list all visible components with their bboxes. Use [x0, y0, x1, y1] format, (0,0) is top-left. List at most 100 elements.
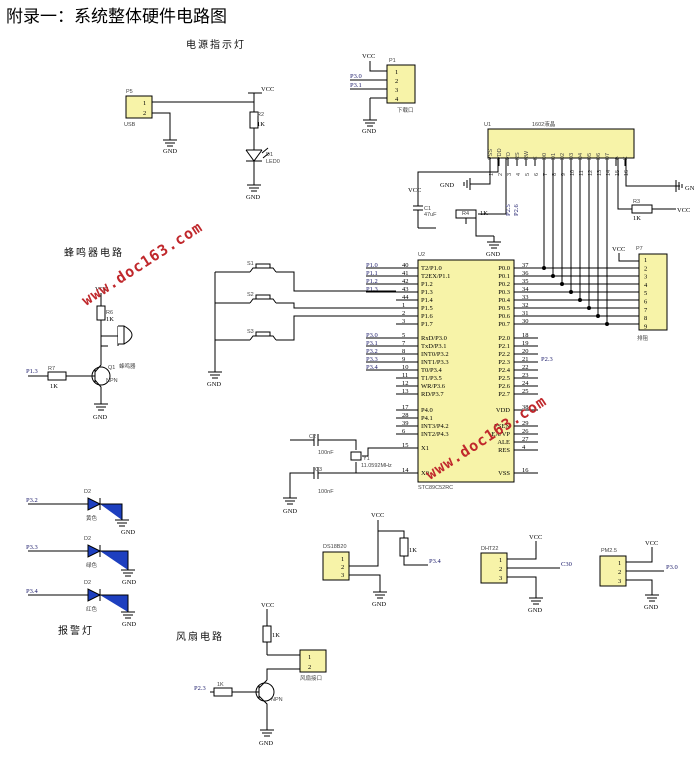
mcu-right-pin-name: EA/VP — [491, 431, 510, 438]
mcu-right-pin-num: 16 — [522, 467, 529, 474]
q1-ref: Q1 — [108, 365, 115, 371]
lcd-pin-number: 16 — [624, 170, 630, 176]
lcd-pin-number: 13 — [597, 170, 603, 176]
pm25-pin3: 3 — [618, 578, 621, 585]
mcu-right-pin-num: 26 — [522, 428, 529, 435]
c3-value: 100nF — [318, 489, 334, 495]
lcd-pin-name: VO — [506, 151, 512, 160]
gnd-symbol-lcd — [463, 178, 471, 190]
led-green-color: 绿色 — [86, 561, 98, 569]
vcc-label-led: VCC — [261, 86, 274, 93]
gnd-symbol-q2 — [260, 729, 274, 737]
mcu-right-pin-name: VSS — [498, 470, 510, 477]
lcd-pin-number: 11 — [579, 170, 585, 176]
download-port-p1: P1 1 2 3 4 下载口 — [386, 58, 416, 114]
mcu-left-net: P1.3 — [366, 286, 378, 293]
vcc-label-r3: VCC — [677, 207, 690, 214]
r7-ref: R7 — [48, 366, 55, 372]
mcu-left-pin-name: T1/P3.5 — [421, 375, 442, 382]
r6-ref: R6 — [106, 310, 113, 316]
p7-pin: 2 — [644, 265, 647, 272]
mcu-right-pin-num: 31 — [522, 310, 529, 317]
q1-type: NPN — [106, 378, 118, 384]
mcu-right-pin-num: 25 — [522, 388, 529, 395]
mcu-right-pin-num: 38 — [522, 404, 529, 411]
s1-label: S1 — [247, 261, 254, 267]
bus-junction — [596, 314, 600, 318]
bus-junction — [551, 274, 555, 278]
p7-pin: 6 — [644, 299, 648, 306]
pm25-ref: PM2.5 — [601, 548, 617, 554]
mcu-right-pin-num: 35 — [522, 278, 529, 285]
q1-wires — [28, 346, 102, 404]
p1-ref: P1 — [389, 58, 396, 64]
buzzer-ls1 — [118, 325, 133, 345]
led-yellow-net: P3.2 — [26, 497, 38, 504]
gnd-label-green: GND — [122, 579, 136, 586]
mcu-right-pin-num: 29 — [522, 420, 529, 427]
switch-s3 — [249, 331, 277, 341]
resistor-r3 — [631, 204, 653, 214]
bus-junction — [560, 282, 564, 286]
alarm-led-red: P3.4 D2 红色 GND — [26, 580, 136, 628]
lcd-pin-name: D2 — [560, 153, 566, 160]
led-red-color: 红色 — [86, 605, 98, 613]
gnd-label-yellow: GND — [121, 529, 135, 536]
pm25-net: P3.0 — [666, 564, 678, 571]
section-fan: 风扇电路 — [176, 630, 224, 643]
c2-value: 100nF — [318, 450, 334, 456]
mcu-left-pin-name: T0/P3.4 — [421, 367, 443, 374]
d1-value: LED0 — [266, 159, 280, 165]
mcu-right-pin-num: 23 — [522, 372, 529, 379]
mcu-right-pin-name: P2.2 — [498, 351, 510, 358]
pm25-wires — [626, 547, 664, 595]
gnd-label-p5: GND — [163, 148, 177, 155]
resistor-r10 — [213, 687, 233, 697]
lcd-pin-name: D0 — [542, 153, 548, 160]
led-yellow-ref: D2 — [84, 489, 91, 495]
q2-type: NPN — [271, 697, 283, 703]
mcu-left-pin-name: T2/P1.0 — [421, 265, 442, 272]
p5-label: USB — [124, 122, 136, 128]
q2-wires — [210, 679, 268, 730]
lcd1602-u1: U1 1602液晶 VSS1VDD2VO3RS4RW5E6D07D18D29D3… — [484, 120, 635, 176]
mcu-left-pin-num: 11 — [402, 372, 408, 379]
bus-junction — [605, 322, 609, 326]
mcu-right-pin-name: ALE — [497, 439, 510, 446]
mcu-left-pin-name: INT0/P3.2 — [421, 351, 449, 358]
mcu-right-pin-name: P0.3 — [498, 289, 510, 296]
p1-pin3: 3 — [395, 87, 398, 94]
fan-wires-top — [266, 609, 300, 680]
gnd-label-p1: GND — [362, 128, 376, 135]
ds18b20-net: P3.4 — [429, 558, 441, 565]
mcu-left-pin-num: 12 — [402, 380, 409, 387]
mcu-left-pin-num: 39 — [402, 420, 409, 427]
lcd-pin-name: RS — [515, 152, 521, 160]
fan-pin2: 2 — [308, 664, 311, 671]
ds18b20-pin3: 3 — [341, 572, 344, 579]
mcu-left-pin-name: X0 — [421, 470, 429, 477]
p7-pin: 5 — [644, 290, 647, 297]
gnd-symbol-led — [247, 184, 261, 192]
mcu-left-pin-name: P1.2 — [421, 281, 433, 288]
gnd-label-dht: GND — [528, 607, 542, 614]
gnd-label-lcd: GND — [440, 182, 454, 189]
r10-value: 1K — [217, 682, 224, 688]
mcu-right-pin-name: P0.2 — [498, 281, 510, 288]
mcu-left-pin-name: P4.0 — [421, 407, 433, 414]
gnd-symbol-dht — [529, 597, 543, 605]
lcd-pin-name: D1 — [551, 153, 557, 160]
p1-wires — [350, 61, 387, 120]
mcu-left-pin-num: 6 — [402, 428, 406, 435]
mcu-right-pin-num: 24 — [522, 380, 529, 387]
dht-net: C30 — [561, 561, 572, 568]
net-p23-fan: P2.3 — [194, 685, 206, 692]
p7-pin: 4 — [644, 282, 648, 289]
gnd-label-xtal: GND — [283, 508, 297, 515]
mcu-right-pin-num: 27 — [522, 436, 529, 443]
gnd-symbol-ds18b20 — [373, 591, 387, 599]
p7-pin: 7 — [644, 307, 648, 314]
mcu-right-pin-num: 18 — [522, 332, 529, 339]
